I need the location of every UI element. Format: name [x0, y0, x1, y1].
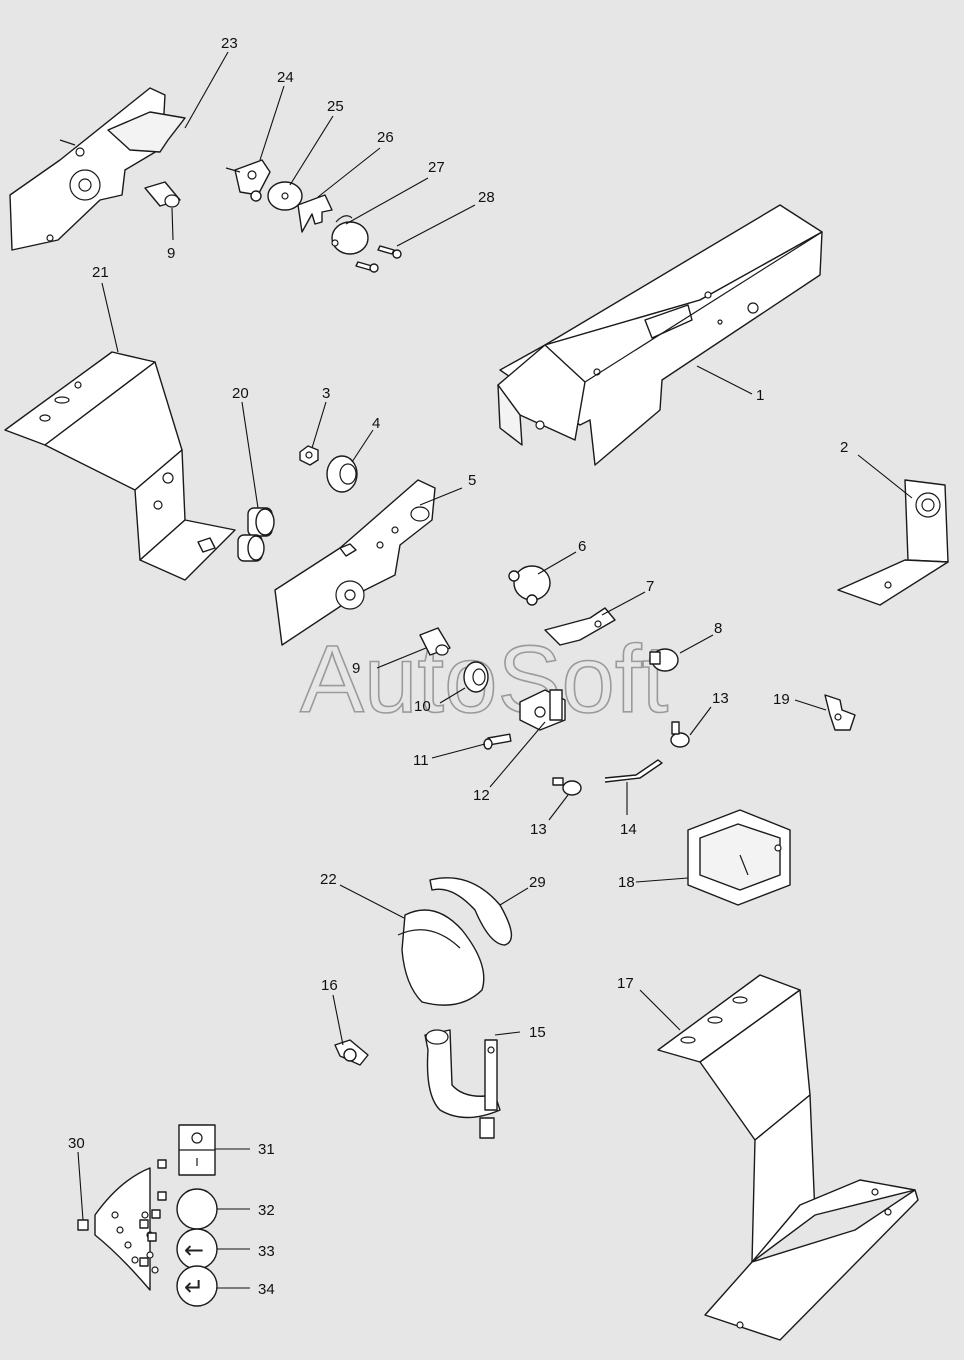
part-10-ring — [463, 661, 489, 693]
callout-31: 31 — [258, 1141, 275, 1158]
part-7-plate — [544, 607, 616, 646]
callout-16: 16 — [321, 977, 338, 994]
part-28-screws — [355, 245, 402, 273]
part-30-key-panel — [77, 1167, 159, 1291]
part-3-nut — [299, 445, 319, 466]
callout-1: 1 — [756, 387, 764, 404]
callout-15: 15 — [529, 1024, 546, 1041]
part-24-cam — [225, 159, 271, 202]
part-18-frame — [687, 809, 791, 906]
callout-7: 7 — [646, 578, 654, 595]
callout-32: 32 — [258, 1202, 275, 1219]
part-25-washer — [267, 181, 303, 211]
part-27-knob-base — [331, 215, 369, 255]
callout-27: 27 — [428, 159, 445, 176]
callout-20: 20 — [232, 385, 249, 402]
callout-25: 25 — [327, 98, 344, 115]
part-6-disk — [508, 565, 551, 606]
leader-lines — [77, 51, 913, 1289]
part-26-clip — [297, 194, 333, 233]
callout-5: 5 — [468, 472, 476, 489]
callout-23: 23 — [221, 35, 238, 52]
part-5-mount-plate — [274, 479, 436, 646]
callout-33: 33 — [258, 1243, 275, 1260]
part-31-switch — [157, 1124, 216, 1176]
part-15-lever — [424, 1029, 501, 1139]
svg-text:↵: ↵ — [184, 1273, 204, 1301]
callout-22: 22 — [320, 871, 337, 888]
callout-11: 11 — [413, 752, 429, 769]
callout-13-left: 13 — [530, 821, 547, 838]
callout-17: 17 — [617, 975, 634, 992]
svg-text:←: ← — [184, 1236, 204, 1264]
callout-24: 24 — [277, 69, 294, 86]
callout-14: 14 — [620, 821, 637, 838]
part-12-hinge — [519, 689, 566, 731]
callout-9-upper: 9 — [167, 245, 175, 262]
part-22-boot — [397, 909, 485, 1006]
callout-21: 21 — [92, 264, 109, 281]
part-2-bracket — [837, 479, 949, 606]
part-16-switch — [334, 1039, 369, 1066]
callout-10: 10 — [414, 698, 431, 715]
callout-29: 29 — [529, 874, 546, 891]
part-8-knob — [649, 648, 679, 672]
part-9-bushing-mid — [419, 627, 451, 656]
callout-12: 12 — [473, 787, 490, 804]
callout-3: 3 — [322, 385, 330, 402]
part-20-spacers — [237, 507, 275, 562]
callout-19: 19 — [773, 691, 790, 708]
part-11-pin — [483, 733, 512, 750]
part-23-side-plate — [9, 87, 186, 251]
part-9-bushing-upper — [144, 181, 181, 208]
part-17-stand — [657, 974, 919, 1341]
callout-13-right: 13 — [712, 690, 729, 707]
part-14-rod — [604, 759, 663, 783]
part-1-housing — [497, 204, 823, 466]
callout-26: 26 — [377, 129, 394, 146]
callout-30: 30 — [68, 1135, 85, 1152]
part-34-enter-button: ↵ — [139, 1257, 218, 1307]
part-29-band — [429, 877, 513, 946]
callout-28: 28 — [478, 189, 495, 206]
part-13-ball-joint-right — [670, 721, 690, 748]
callout-8: 8 — [714, 620, 722, 637]
part-21-bracket — [4, 351, 236, 581]
part-33-arrow-button: ← — [139, 1219, 218, 1270]
callout-34: 34 — [258, 1281, 275, 1298]
callout-labels: 1 2 3 4 5 6 7 8 9 9 10 11 12 13 13 14 15… — [68, 35, 848, 1298]
callout-2: 2 — [840, 439, 848, 456]
part-19-clip — [824, 694, 856, 731]
callout-9-mid: 9 — [352, 660, 360, 677]
callout-4: 4 — [372, 415, 380, 432]
callout-6: 6 — [578, 538, 586, 555]
part-32-button — [151, 1188, 218, 1230]
part-4-bearing — [326, 455, 358, 493]
callout-18: 18 — [618, 874, 635, 891]
part-13-ball-joint-left — [552, 777, 582, 796]
